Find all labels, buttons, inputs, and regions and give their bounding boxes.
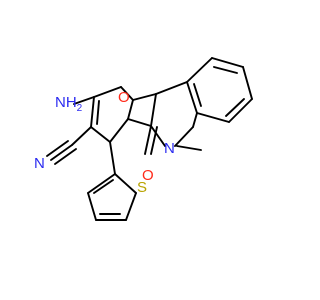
carbonyl-oxygen-label: O <box>142 167 154 184</box>
bond-pyran-5 <box>93 86 122 98</box>
bond-benzene-inner-1 <box>213 66 238 74</box>
bond-core-1 <box>155 81 188 95</box>
bond-benzene-5 <box>196 112 230 123</box>
bond-nitrile-link <box>71 126 92 146</box>
bond-pyran-double <box>96 100 100 125</box>
bond-benzene-inner-2 <box>225 98 245 117</box>
bond-thiophene-inner-2 <box>93 179 114 194</box>
bond-nitrile-c <box>46 140 69 157</box>
molecule-structure: NH2 O N N O S <box>34 57 253 221</box>
bond-pyran-3 <box>127 118 152 127</box>
bond-nitrile-b <box>54 148 77 165</box>
bond-pyran-7 <box>90 126 111 143</box>
bond-amino <box>73 96 95 105</box>
bond-thiophene-link <box>109 141 116 175</box>
bond-benzene-2 <box>211 57 244 68</box>
bond-thiophene-2 <box>125 192 137 221</box>
bond-pyran-8 <box>109 118 129 143</box>
bond-thiophene-4 <box>87 192 97 221</box>
bond-benzene-3 <box>242 66 253 100</box>
amino-text: NH <box>55 94 77 111</box>
bond-core-5 <box>192 112 198 128</box>
bond-core-2 <box>150 93 157 127</box>
lactam-nitrogen-label: N <box>164 140 175 157</box>
atom-label-layer: NH2 O N N O S <box>34 89 175 196</box>
bond-nitrile-a <box>50 144 73 161</box>
bond-thiophene-5 <box>87 173 116 194</box>
bond-core-4 <box>174 126 194 147</box>
bond-pyran-6 <box>90 96 95 128</box>
nitrile-nitrogen-label: N <box>34 155 45 172</box>
bond-methyl <box>176 145 202 151</box>
amino-label: NH2 <box>55 94 83 114</box>
bond-benzene-inner-3 <box>193 83 202 107</box>
bond-layer <box>46 57 253 221</box>
thiophene-sulfur-label: S <box>137 179 147 196</box>
bond-pyran-4 <box>120 86 134 101</box>
bond-pyran-2 <box>127 99 134 120</box>
bond-benzene-1 <box>186 57 213 83</box>
bond-carbonyl-a <box>144 125 152 155</box>
bond-benzene-6 <box>186 81 198 114</box>
bond-thiophene-1 <box>114 173 137 194</box>
amino-subscript: 2 <box>77 103 83 114</box>
bond-benzene-4 <box>228 98 253 123</box>
ring-oxygen-label: O <box>118 89 130 106</box>
bond-carbonyl-b <box>150 126 158 155</box>
bond-pyran-1 <box>132 93 157 101</box>
bond-core-3 <box>150 125 166 147</box>
